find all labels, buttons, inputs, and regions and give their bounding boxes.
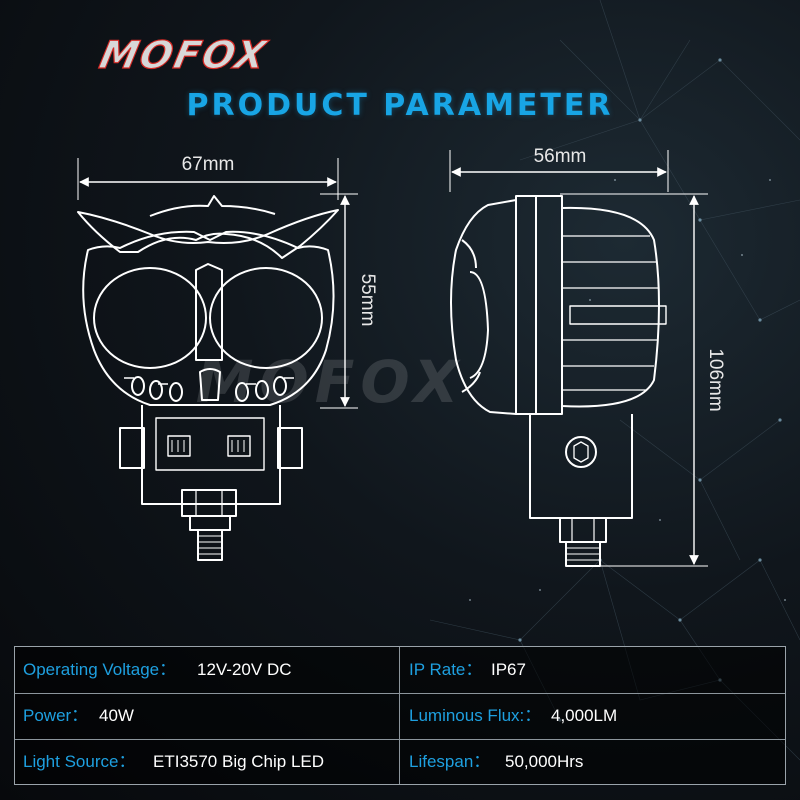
- svg-text:MOFOX: MOFOX: [96, 33, 272, 78]
- side-depth-label: 56mm: [534, 146, 587, 167]
- light-source-label: Light Source：: [23, 752, 136, 771]
- row-divider: [15, 693, 785, 694]
- operating-voltage-label: Operating Voltage：: [23, 660, 177, 679]
- ip-rate-label: IP Rate：: [409, 660, 483, 679]
- lifespan-value: 50,000Hrs: [505, 752, 584, 771]
- power-label: Power：: [23, 706, 89, 725]
- column-divider: [399, 647, 400, 784]
- front-height-label: 55mm: [357, 274, 378, 327]
- row-divider: [15, 739, 785, 740]
- front-width-label: 67mm: [182, 154, 235, 175]
- spec-row: Light Source： ETI3570 Big Chip LED Lifes…: [15, 739, 787, 785]
- luminous-flux-value: 4,000LM: [551, 706, 618, 725]
- side-height-label: 106mm: [705, 348, 726, 411]
- luminous-flux-label: Luminous Flux:：: [409, 706, 542, 725]
- light-source-value: ETI3570 Big Chip LED: [153, 752, 325, 771]
- section-title: PRODUCT PARAMETER: [186, 88, 614, 123]
- front-view-drawing: [77, 158, 358, 561]
- side-view-drawing: [449, 150, 708, 567]
- ip-rate-value: IP67: [491, 660, 526, 679]
- lifespan-label: Lifespan：: [409, 752, 491, 771]
- mofox-logo: MOFOX: [95, 33, 272, 78]
- power-value: 40W: [99, 706, 134, 725]
- spec-row: Power： 40W Luminous Flux:： 4,000LM: [15, 693, 787, 739]
- spec-row: Operating Voltage： 12V-20V DC IP Rate： I…: [15, 647, 787, 693]
- operating-voltage-value: 12V-20V DC: [197, 660, 292, 679]
- specs-table: Operating Voltage： 12V-20V DC IP Rate： I…: [14, 646, 786, 785]
